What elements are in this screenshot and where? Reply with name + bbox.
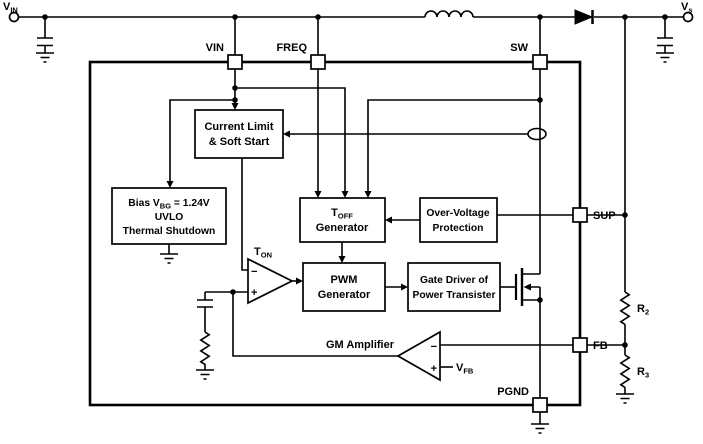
pin-label-fb: FB <box>593 340 608 352</box>
gm-output-wire <box>232 292 398 357</box>
junction-dot <box>622 14 628 20</box>
arrow-into-bias <box>166 181 174 188</box>
output-divider-rail <box>616 17 634 404</box>
r2-label: R2 <box>637 303 649 317</box>
pin-vin <box>227 54 243 70</box>
arrow-sense-to-current-limit <box>283 130 290 138</box>
ton-comparator <box>247 257 294 305</box>
junction-dot <box>315 14 321 20</box>
junction-dot <box>662 14 668 20</box>
ovp-label-2: Protection <box>433 223 484 234</box>
junction-dot <box>537 297 543 303</box>
gate-driver-label-1: Gate Driver of <box>420 275 489 286</box>
pin-label-vin: VIN <box>206 42 224 54</box>
arrow-into-toff <box>364 191 372 198</box>
arrow-ovp-to-toff <box>385 216 392 224</box>
vfb-label: VFB <box>456 362 474 376</box>
junction-dot <box>232 14 238 20</box>
pin-label-freq: FREQ <box>276 42 307 54</box>
arrow-into-toff <box>314 191 322 198</box>
gm-minus-sign: − <box>431 341 437 353</box>
vin-to-toff-branch <box>235 87 346 192</box>
ovp-label-1: Over-Voltage <box>426 208 490 219</box>
pwm-generator-block <box>302 262 386 312</box>
pin-sup <box>572 207 588 223</box>
junction-dot <box>42 14 48 20</box>
sw-to-toff-branch <box>367 99 540 192</box>
vin-to-bias-branch <box>169 99 235 182</box>
bias-block <box>111 187 227 245</box>
junction-dot <box>232 85 238 91</box>
r3-label: R3 <box>637 366 649 380</box>
arrow-into-current-limit <box>231 103 239 110</box>
mosfet-body-arrow <box>523 283 531 291</box>
gm-amplifier <box>396 330 441 382</box>
current-limit-label-2: & Soft Start <box>209 136 270 148</box>
pwm-label-2: Generator <box>318 289 371 301</box>
junction-dot <box>230 289 236 295</box>
gate-driver-block <box>407 262 501 312</box>
current-limit-block <box>194 109 284 159</box>
r3-resistor <box>619 354 631 389</box>
junction-dot <box>622 212 628 218</box>
compensation-capacitor <box>197 292 213 332</box>
arrow-toff-to-pwm <box>338 256 346 263</box>
arrow-into-toff <box>341 191 349 198</box>
toff-generator-block <box>299 197 386 243</box>
pin-label-sw: SW <box>510 42 528 54</box>
compensation-resistor <box>196 331 214 380</box>
vs-terminal <box>682 11 694 23</box>
current-sense-loop-icon <box>527 127 547 141</box>
junction-dot <box>622 342 628 348</box>
r2-resistor <box>619 291 631 326</box>
bias-ground <box>160 244 178 264</box>
ton-plus-sign: + <box>251 287 257 299</box>
bias-label-1: Bias VBG = 1.24V <box>128 198 210 211</box>
junction-dot <box>232 97 238 103</box>
vs-terminal-label: Vs <box>681 1 693 15</box>
junction-dot <box>537 14 543 20</box>
pin-pgnd <box>532 397 548 413</box>
pin-label-pgnd: PGND <box>497 386 529 398</box>
pin-sw <box>532 54 548 70</box>
junction-dot <box>537 97 543 103</box>
output-capacitor <box>656 17 674 63</box>
inductor <box>424 10 474 18</box>
pin-freq <box>310 54 326 70</box>
mosfet-terminals <box>522 273 540 301</box>
toff-label-1: TOFF <box>331 207 353 221</box>
current-limit-label-1: Current Limit <box>204 121 273 133</box>
input-capacitor <box>36 17 54 63</box>
currentlimit-to-comparator-wire <box>241 158 248 271</box>
pin-label-sup: SUP <box>593 210 616 222</box>
pgnd-wire-ground <box>531 287 549 434</box>
over-voltage-protection-block <box>419 197 498 243</box>
gate-driver-label-2: Power Transister <box>413 290 496 301</box>
pwm-label-1: PWM <box>331 274 358 286</box>
bias-label-2: UVLO <box>155 212 184 223</box>
gm-plus-sign: + <box>431 363 437 375</box>
toff-label-2: Generator <box>316 222 369 234</box>
vin-terminal-label: VIN <box>3 1 18 15</box>
bias-label-3: Thermal Shutdown <box>123 226 216 237</box>
diode <box>574 9 594 25</box>
arrow-pwm-to-gatedriver <box>401 283 408 291</box>
gm-amplifier-label: GM Amplifier <box>326 339 395 351</box>
ton-comparator-label: TON <box>254 246 272 260</box>
arrow-comparator-to-pwm <box>296 277 303 285</box>
pin-fb <box>572 337 588 353</box>
ton-minus-sign: − <box>251 266 257 278</box>
vin-terminal <box>8 11 20 23</box>
